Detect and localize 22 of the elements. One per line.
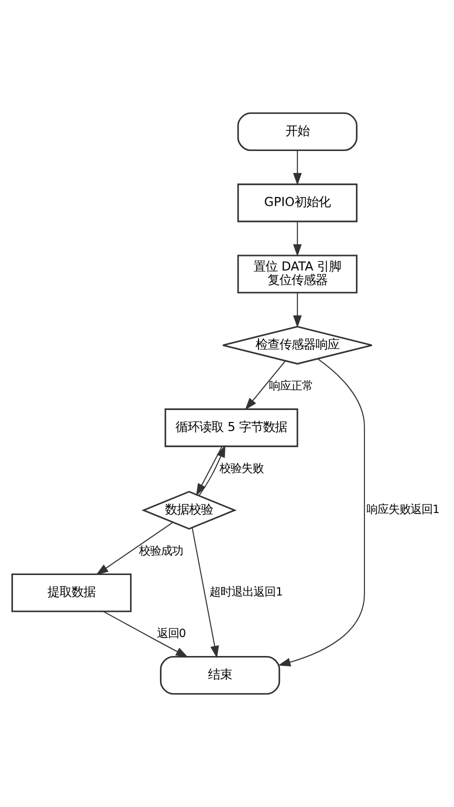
node-diamond: 检查传感器响应 xyxy=(222,326,373,365)
edge-label: 校验成功 xyxy=(139,543,184,558)
arrow xyxy=(244,360,286,410)
node-box: 提取数据 xyxy=(11,573,132,612)
arrow xyxy=(278,358,365,666)
edge-label: 返回0 xyxy=(156,626,186,640)
arrow xyxy=(192,528,219,658)
node-box: 置位 DATA 引脚 复位传感器 xyxy=(237,254,358,294)
node-box: GPIO初始化 xyxy=(237,184,358,222)
arrow xyxy=(293,292,302,328)
node-box: 开始 xyxy=(237,112,358,152)
arrow xyxy=(103,611,188,658)
node-diamond: 数据校验 xyxy=(141,490,237,530)
node-box: 循环读取 5 字节数据 xyxy=(164,408,298,448)
arrow xyxy=(96,522,174,576)
node-box: 结束 xyxy=(160,656,280,695)
edge-label: 超时退出返回1 xyxy=(210,584,283,599)
edge-label: 响应失败返回1 xyxy=(366,502,440,516)
edge-label: 响应正常 xyxy=(269,378,314,392)
arrow xyxy=(293,222,302,257)
arrow xyxy=(293,150,302,186)
edge-label: 校验失败 xyxy=(220,460,264,475)
